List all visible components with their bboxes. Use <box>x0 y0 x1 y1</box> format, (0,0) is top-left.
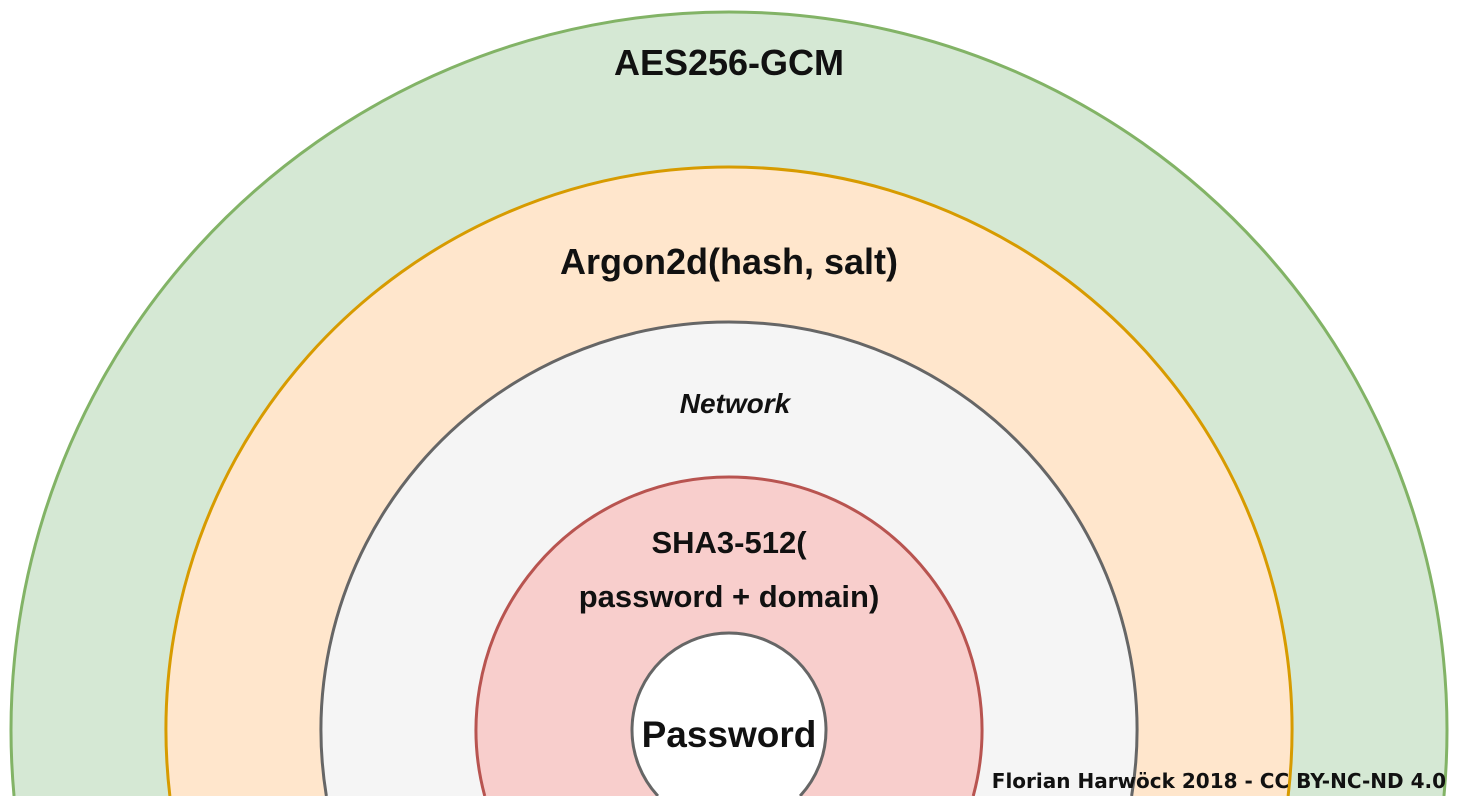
sha3-layer-circle <box>474 475 984 796</box>
password-circle <box>630 631 828 796</box>
password-fill <box>632 632 826 796</box>
network-layer-circle <box>319 320 1139 796</box>
argon2-label: Argon2d(hash, salt) <box>560 241 898 282</box>
password-label: Password <box>642 714 817 755</box>
argon2-layer-circle <box>164 165 1294 796</box>
network-label: Network <box>680 388 792 419</box>
sha3-label-line2: password + domain) <box>579 579 880 614</box>
aes-layer-circle <box>9 10 1449 796</box>
aes-label: AES256-GCM <box>614 42 844 83</box>
sha3-label-line1: SHA3-512( <box>651 525 807 560</box>
credit-text: Florian Harwöck 2018 - CC BY-NC-ND 4.0 <box>992 769 1446 793</box>
